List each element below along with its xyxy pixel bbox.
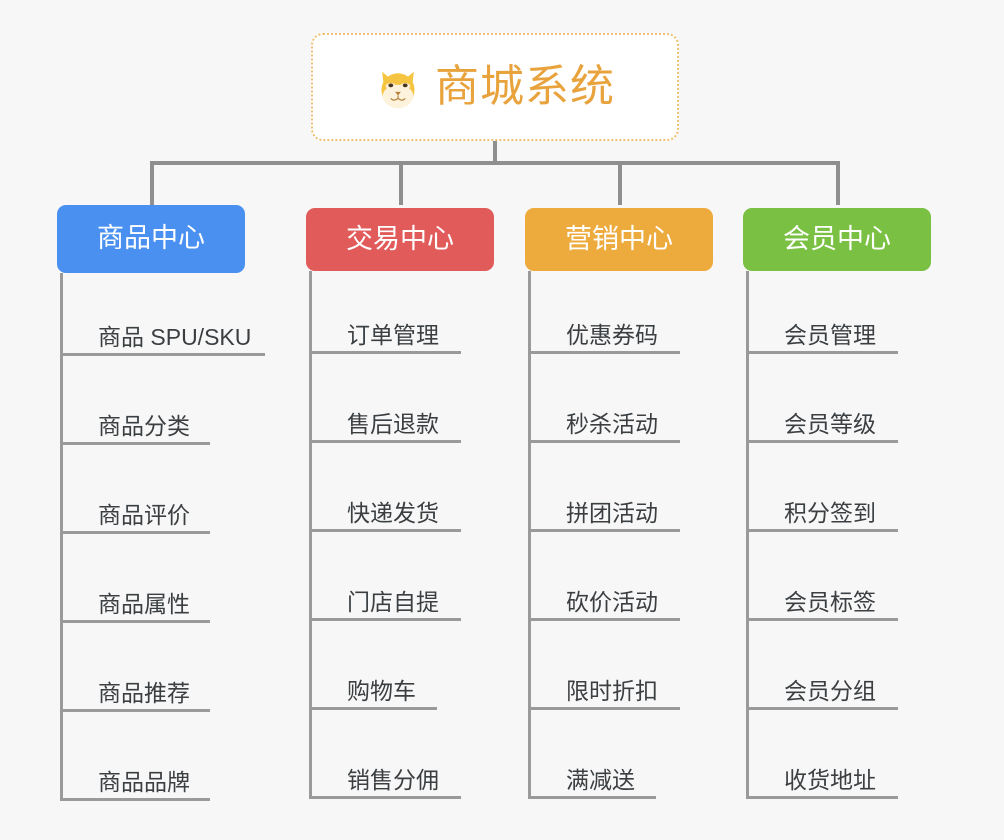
category-header-product-center[interactable]: 商品中心	[57, 205, 245, 273]
leaf-item[interactable]: 积分签到	[743, 449, 931, 538]
leaf-label: 商品品牌	[98, 769, 190, 795]
leaf-underline	[528, 351, 680, 354]
leaf-label: 收货地址	[784, 767, 876, 793]
trunk-line-member-center	[746, 271, 749, 799]
leaf-label: 会员分组	[784, 678, 876, 704]
leaf-item[interactable]: 会员分组	[743, 627, 931, 716]
leaf-underline	[60, 709, 210, 712]
leaf-label: 购物车	[347, 678, 416, 704]
leaf-list-product-center: 商品 SPU/SKU 商品分类商品评价商品属性商品推荐商品品牌	[57, 273, 265, 807]
root-node[interactable]: 商城系统	[311, 33, 679, 141]
leaf-underline	[60, 353, 265, 356]
leaf-item[interactable]: 会员等级	[743, 360, 931, 449]
leaf-label: 秒杀活动	[566, 411, 658, 437]
trunk-line-product-center	[60, 273, 63, 801]
leaf-item[interactable]: 商品 SPU/SKU	[57, 273, 265, 362]
leaf-underline	[309, 351, 461, 354]
leaf-list-trade-center: 订单管理售后退款快递发货门店自提购物车销售分佣	[306, 271, 494, 805]
shiba-dog-face-icon	[375, 66, 421, 112]
leaf-label: 满减送	[566, 767, 635, 793]
root-title: 商城系统	[435, 62, 615, 111]
leaf-label: 订单管理	[347, 322, 439, 348]
leaf-item[interactable]: 快递发货	[306, 449, 494, 538]
leaf-item[interactable]: 优惠券码	[525, 271, 713, 360]
leaf-underline	[746, 529, 898, 532]
leaf-label: 售后退款	[347, 411, 439, 437]
leaf-item[interactable]: 门店自提	[306, 538, 494, 627]
leaf-label: 商品推荐	[98, 680, 190, 706]
leaf-item[interactable]: 购物车	[306, 627, 494, 716]
leaf-underline	[309, 440, 461, 443]
connector-stem	[493, 141, 497, 163]
leaf-label: 拼团活动	[566, 500, 658, 526]
connector-bar	[150, 161, 840, 165]
leaf-underline	[309, 618, 461, 621]
category-header-member-center[interactable]: 会员中心	[743, 208, 931, 271]
column-member-center: 会员中心会员管理会员等级积分签到会员标签会员分组收货地址	[743, 205, 931, 805]
leaf-item[interactable]: 砍价活动	[525, 538, 713, 627]
leaf-underline	[60, 620, 210, 623]
leaf-underline	[309, 529, 461, 532]
leaf-label: 商品 SPU/SKU	[98, 324, 252, 350]
column-trade-center: 交易中心订单管理售后退款快递发货门店自提购物车销售分佣	[306, 205, 494, 805]
leaf-label: 会员标签	[784, 589, 876, 615]
leaf-label: 销售分佣	[347, 767, 439, 793]
leaf-label: 快递发货	[347, 500, 439, 526]
leaf-item[interactable]: 商品品牌	[57, 718, 245, 807]
leaf-item[interactable]: 商品分类	[57, 362, 245, 451]
column-product-center: 商品中心商品 SPU/SKU 商品分类商品评价商品属性商品推荐商品品牌	[57, 205, 265, 807]
leaf-underline	[746, 618, 898, 621]
leaf-underline	[60, 442, 210, 445]
leaf-item[interactable]: 商品属性	[57, 540, 245, 629]
leaf-label: 砍价活动	[566, 589, 658, 615]
leaf-item[interactable]: 会员标签	[743, 538, 931, 627]
connector-drop-2	[399, 161, 403, 205]
trunk-line-trade-center	[309, 271, 312, 799]
leaf-underline	[746, 707, 898, 710]
leaf-item[interactable]: 售后退款	[306, 360, 494, 449]
leaf-underline	[528, 440, 680, 443]
category-header-marketing-center[interactable]: 营销中心	[525, 208, 713, 271]
leaf-item[interactable]: 商品推荐	[57, 629, 245, 718]
leaf-label: 商品评价	[98, 502, 190, 528]
leaf-underline	[309, 707, 437, 710]
leaf-underline	[528, 618, 680, 621]
leaf-label: 门店自提	[347, 589, 439, 615]
leaf-label: 商品属性	[98, 591, 190, 617]
leaf-item[interactable]: 销售分佣	[306, 716, 494, 805]
leaf-underline	[528, 796, 656, 799]
leaf-label: 优惠券码	[566, 322, 658, 348]
leaf-underline	[746, 440, 898, 443]
leaf-underline	[60, 798, 210, 801]
leaf-label: 积分签到	[784, 500, 876, 526]
leaf-label: 会员管理	[784, 322, 876, 348]
leaf-item[interactable]: 商品评价	[57, 451, 245, 540]
leaf-underline	[528, 707, 680, 710]
category-header-trade-center[interactable]: 交易中心	[306, 208, 494, 271]
leaf-item[interactable]: 订单管理	[306, 271, 494, 360]
leaf-item[interactable]: 限时折扣	[525, 627, 713, 716]
leaf-label: 会员等级	[784, 411, 876, 437]
leaf-item[interactable]: 满减送	[525, 716, 713, 805]
leaf-list-marketing-center: 优惠券码秒杀活动拼团活动砍价活动限时折扣满减送	[525, 271, 713, 805]
leaf-item[interactable]: 会员管理	[743, 271, 931, 360]
leaf-underline	[746, 351, 898, 354]
trunk-line-marketing-center	[528, 271, 531, 799]
leaf-label: 商品分类	[98, 413, 190, 439]
column-marketing-center: 营销中心优惠券码秒杀活动拼团活动砍价活动限时折扣满减送	[525, 205, 713, 805]
leaf-underline	[528, 529, 680, 532]
connector-drop-4	[836, 161, 840, 205]
leaf-underline	[309, 796, 461, 799]
leaf-item[interactable]: 收货地址	[743, 716, 931, 805]
leaf-underline	[60, 531, 210, 534]
leaf-item[interactable]: 拼团活动	[525, 449, 713, 538]
leaf-underline	[746, 796, 898, 799]
leaf-item[interactable]: 秒杀活动	[525, 360, 713, 449]
leaf-list-member-center: 会员管理会员等级积分签到会员标签会员分组收货地址	[743, 271, 931, 805]
connector-drop-3	[618, 161, 622, 205]
connector-drop-1	[150, 161, 154, 205]
leaf-label: 限时折扣	[566, 678, 658, 704]
